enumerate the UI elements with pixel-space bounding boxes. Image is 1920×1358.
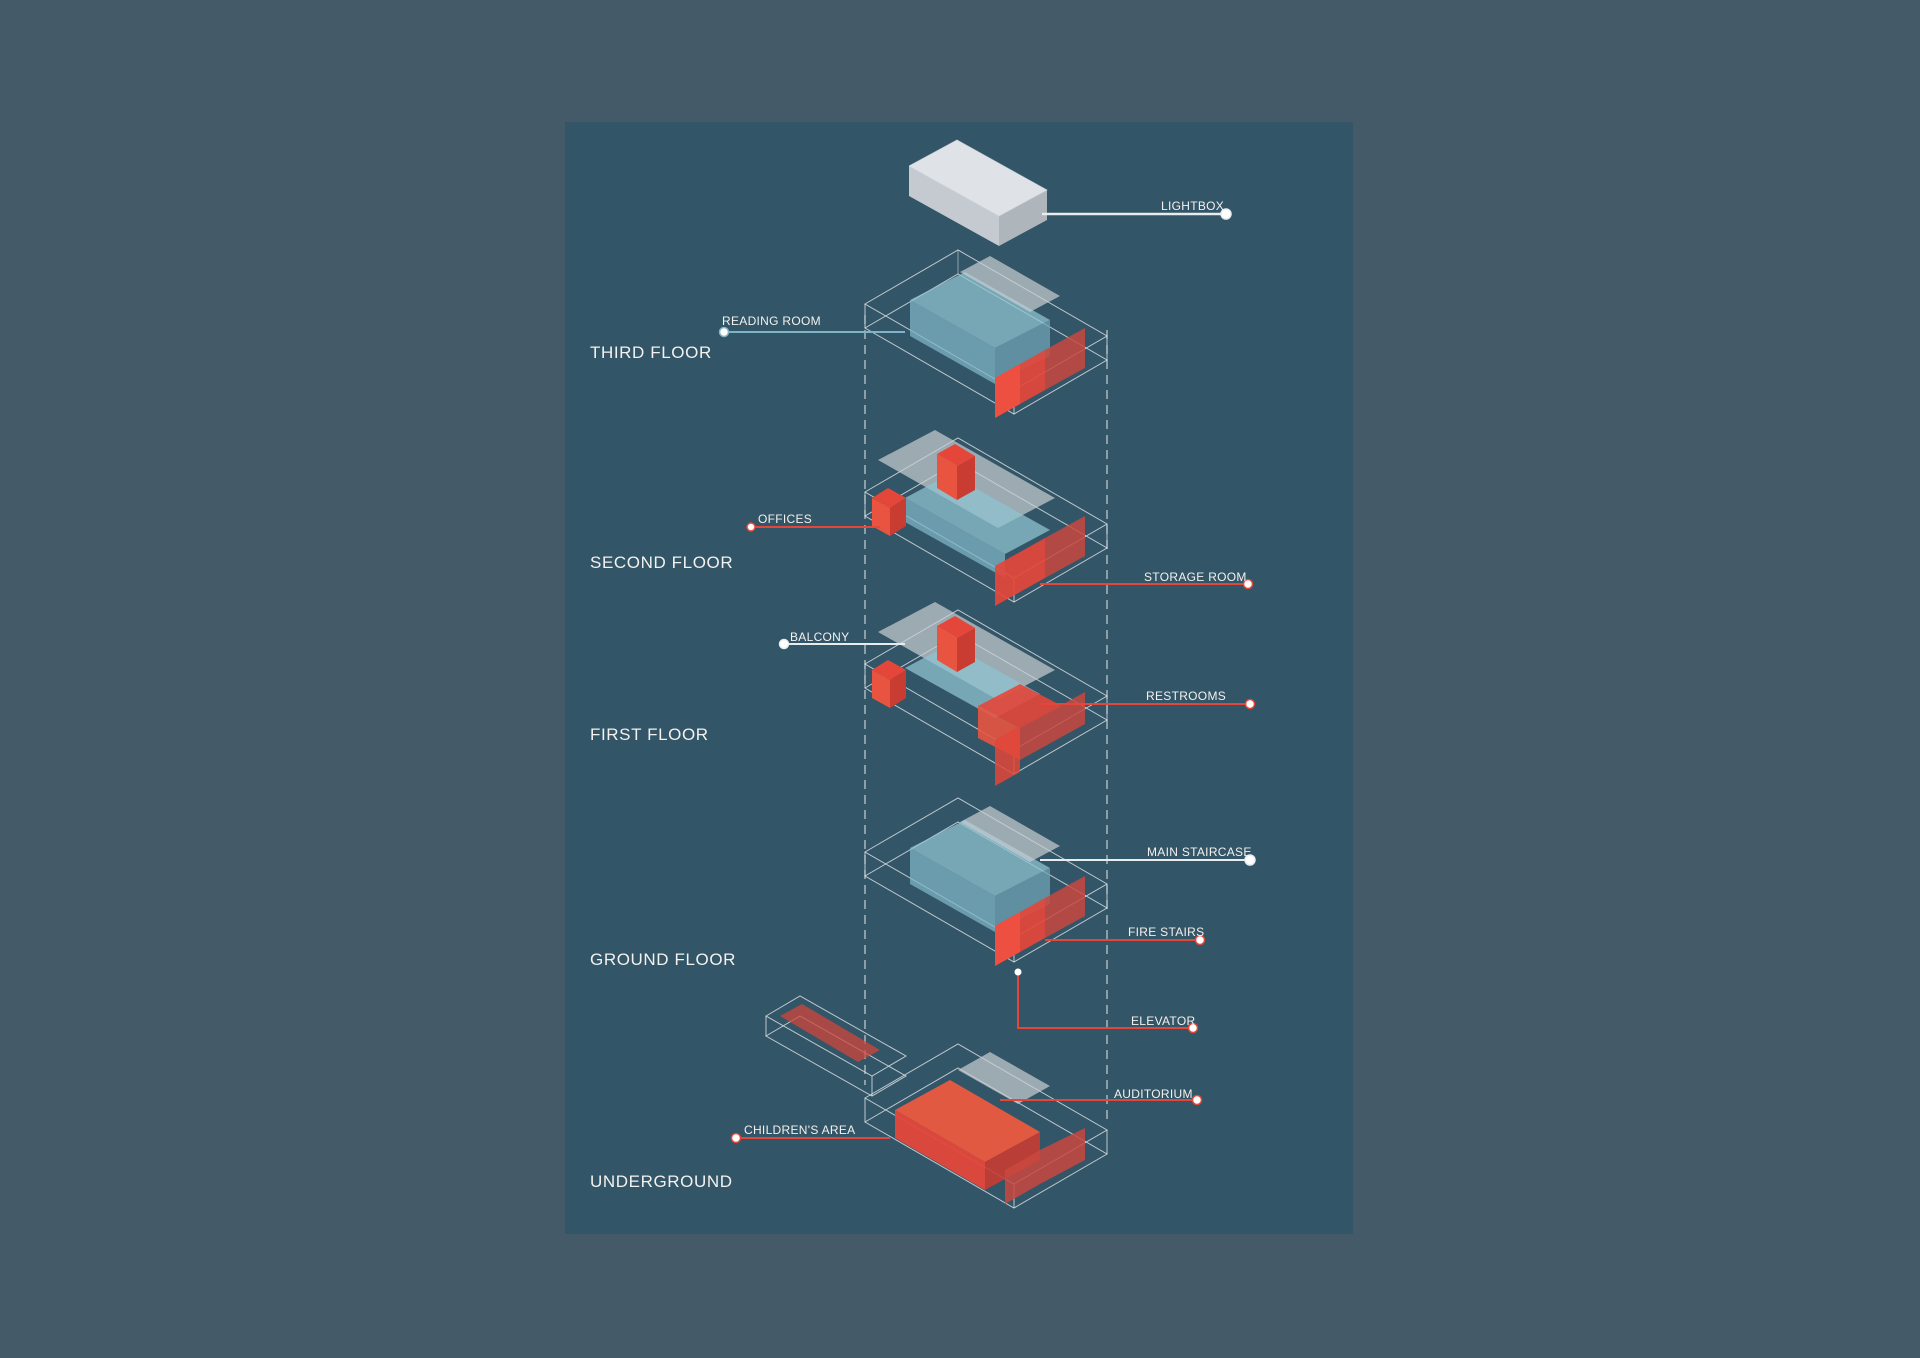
storage-room-dot <box>1242 578 1254 590</box>
lightbox-dot <box>1220 208 1232 220</box>
underground-title: UNDERGROUND <box>590 1172 733 1191</box>
offices-label: OFFICES <box>758 512 812 526</box>
main-staircase-dot <box>1244 854 1256 866</box>
main-staircase-label: MAIN STAIRCASE <box>1147 845 1252 859</box>
reading-room-dot <box>718 326 730 338</box>
third-floor-block <box>864 249 1108 418</box>
leader-lines <box>724 212 1250 1139</box>
elevator-dot <box>1187 1022 1199 1034</box>
ground-floor-title: GROUND FLOOR <box>590 950 736 969</box>
ground-floor-block <box>864 797 1108 966</box>
leader-dots <box>718 208 1256 1144</box>
balcony-dot <box>778 638 790 650</box>
auditorium-dot <box>1191 1094 1203 1106</box>
lightbox-volume <box>908 139 1048 246</box>
fire-stairs-dot <box>1194 934 1206 946</box>
first-floor-title: FIRST FLOOR <box>590 725 709 744</box>
second-floor-title: SECOND FLOOR <box>590 553 733 572</box>
lightbox-label: LIGHTBOX <box>1161 199 1224 213</box>
elevator-label: ELEVATOR <box>1131 1014 1195 1028</box>
third-floor-title: THIRD FLOOR <box>590 343 712 362</box>
elevator-origin-dot <box>1014 968 1022 976</box>
balcony-label: BALCONY <box>790 630 849 644</box>
childrens-area-dot <box>730 1132 742 1144</box>
childrens-area-label: CHILDREN'S AREA <box>744 1123 856 1137</box>
auditorium-label: AUDITORIUM <box>1114 1087 1193 1101</box>
offices-dot <box>746 522 756 532</box>
second-floor-block <box>864 430 1108 606</box>
fire-stairs-label: FIRE STAIRS <box>1128 925 1204 939</box>
underground-block <box>764 995 1108 1209</box>
restrooms-label: RESTROOMS <box>1146 689 1226 703</box>
storage-room-label: STORAGE ROOM <box>1144 570 1247 584</box>
first-floor-block <box>864 602 1108 786</box>
reading-room-label: READING ROOM <box>722 314 821 328</box>
restrooms-dot <box>1244 698 1256 710</box>
